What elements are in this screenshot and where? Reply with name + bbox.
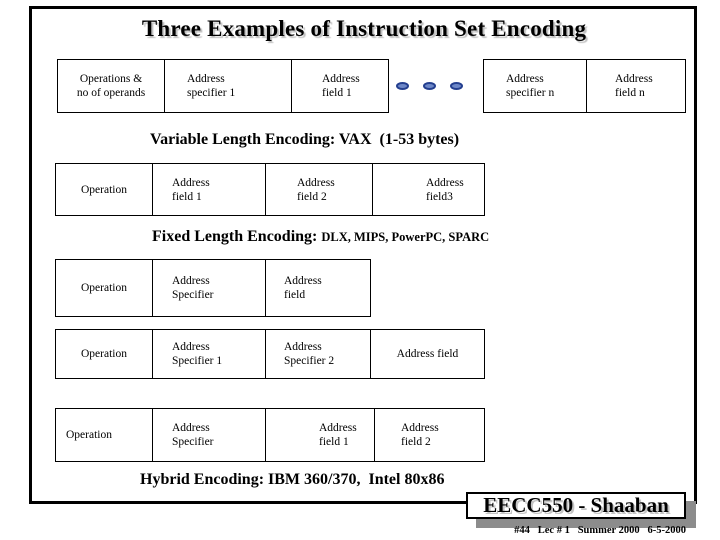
field-label: specifier 1 (187, 87, 236, 99)
ellipsis-dot-icon (396, 82, 409, 90)
field-label: Address (284, 275, 322, 287)
field-label: Specifier 1 (172, 355, 223, 367)
encoding-field-box: Address specifier 1 (164, 59, 292, 113)
field-label: Address (401, 422, 439, 434)
course-badge-text: EECC550 - Shaaban (483, 493, 669, 517)
field-label: Specifier (172, 289, 214, 301)
field-label: Address (426, 176, 464, 189)
field-label: field 2 (297, 190, 327, 203)
caption-variable-length-encoding: Variable Length Encoding: VAX (1-53 byte… (150, 131, 460, 148)
slide-title: Three Examples of Instruction Set Encodi… (141, 16, 587, 41)
encoding-field-box: Operations & no of operands (57, 59, 165, 113)
caption-hybrid-encoding: Hybrid Encoding: IBM 360/370, Intel 80x8… (140, 471, 445, 488)
course-badge: EECC550 - Shaaban (466, 492, 686, 519)
field-label: Specifier (172, 436, 214, 448)
field-label: Address (172, 422, 210, 434)
field-label: specifier n (506, 87, 555, 99)
ellipsis-dot-icon (423, 82, 436, 90)
field-label: Address (172, 275, 210, 287)
encoding-field-box: Operation (55, 408, 153, 462)
caption-fixed-architectures: DLX, MIPS, PowerPC, SPARC (321, 230, 490, 244)
field-label: field3 (426, 190, 453, 203)
ellipsis-dots (396, 59, 463, 113)
field-label: Address (284, 341, 322, 353)
encoding-field-box: Address field 1 (265, 408, 375, 462)
field-label: field (284, 289, 306, 301)
vax-encoding-row-left: Operations & no of operands Address specifi… (57, 59, 389, 113)
lecture-info-footer: #44 Lec # 1 Summer 2000 6-5-2000 (514, 525, 686, 536)
encoding-field-box: Operation (55, 259, 153, 317)
field-label: Address (187, 73, 225, 85)
field-label: Operation (81, 348, 127, 360)
field-label: Address (297, 176, 335, 189)
encoding-field-box: Operation (55, 329, 153, 379)
encoding-field-box: Operation (55, 163, 153, 216)
field-label: Specifier 2 (284, 355, 335, 367)
field-label: no of operands (76, 87, 146, 99)
field-label: Address (172, 341, 210, 353)
field-label: Address field (396, 348, 459, 360)
field-label: Operations & (79, 73, 143, 85)
encoding-field-box: Address field 1 (291, 59, 389, 113)
field-label: Address (615, 73, 653, 85)
field-label: Address (172, 176, 210, 189)
field-label: field 2 (401, 436, 431, 448)
field-label: field 1 (172, 190, 202, 203)
encoding-field-box: Address field n (586, 59, 686, 113)
caption-fixed-length-encoding: Fixed Length Encoding: DLX, MIPS, PowerP… (152, 228, 489, 246)
field-label: field n (615, 87, 645, 99)
field-label: Operation (81, 183, 127, 196)
field-label: Operation (66, 429, 112, 441)
ellipsis-dot-icon (450, 82, 463, 90)
field-label: Address (322, 73, 360, 85)
field-label: Operation (81, 282, 127, 294)
field-label: field 1 (319, 436, 349, 448)
encoding-field-box: Address specifier n (483, 59, 587, 113)
encoding-field-box: Address field 2 (374, 408, 485, 462)
field-label: Address (319, 422, 357, 434)
field-label: field 1 (322, 87, 352, 99)
field-label: Address (506, 73, 544, 85)
encoding-field-box: Address field (265, 259, 371, 317)
encoding-field-box: Address field (370, 329, 485, 379)
vax-encoding-row-right: Address specifier n Address field n (483, 59, 686, 113)
caption-fixed-main: Fixed Length Encoding: (152, 228, 322, 245)
